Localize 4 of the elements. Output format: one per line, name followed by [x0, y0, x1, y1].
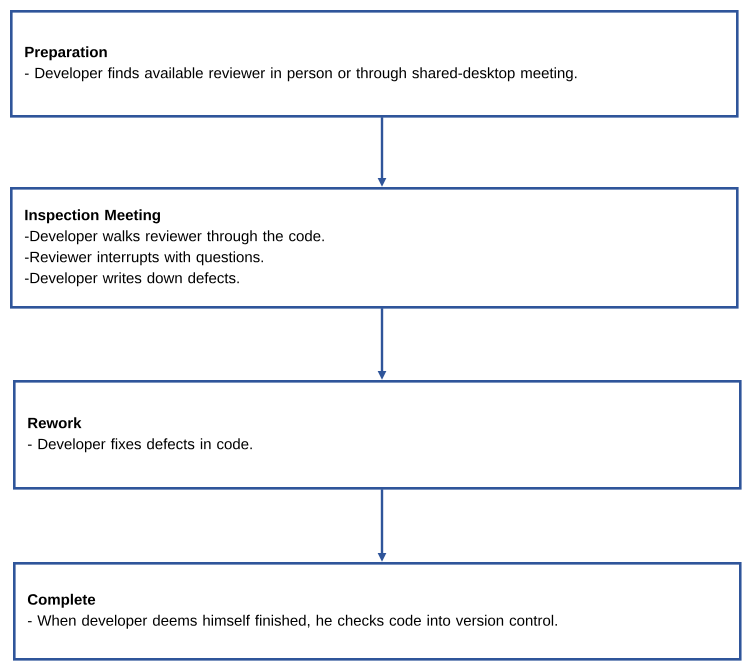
process-box: Rework - Developer fixes defects in code.	[13, 380, 742, 490]
process-box: Inspection Meeting -Developer walks reviewer through the code. -Reviewer interrupts with questions. -Developer writes down defects.	[10, 186, 739, 309]
process-box: Preparation - Developer finds available reviewer in person or through shared-desktop meeting.	[10, 10, 739, 118]
process-box: Complete - When developer deems himself finished, he checks code into version control.	[13, 562, 742, 661]
